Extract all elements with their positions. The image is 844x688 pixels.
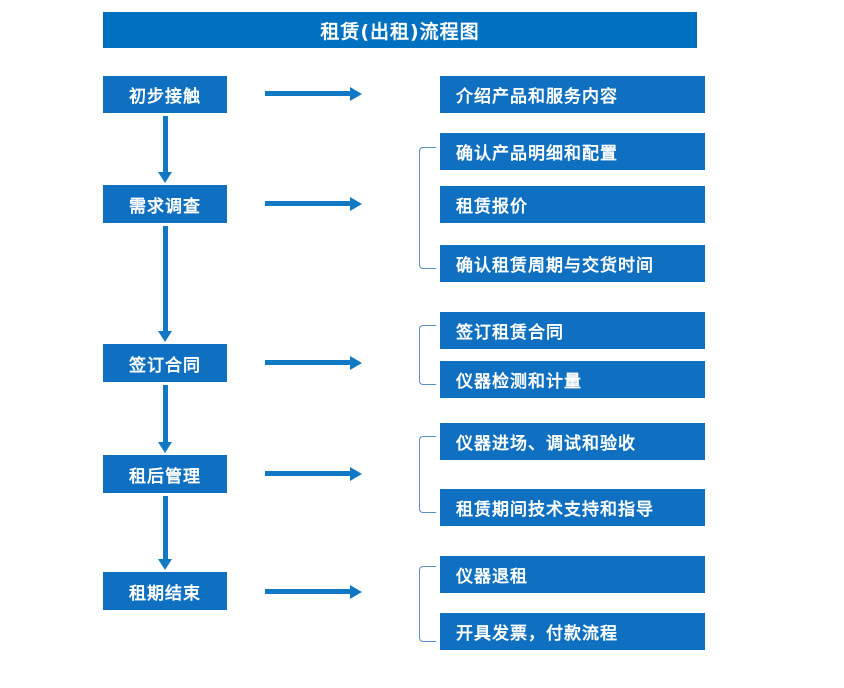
arrow-head <box>158 331 172 342</box>
flow-arrow-down-3 <box>158 385 172 453</box>
flow-arrow-right-3 <box>265 356 362 370</box>
detail-box-2[interactable]: 确认产品明细和配置 <box>440 133 705 170</box>
arrow-head <box>350 197 362 211</box>
arrow-head <box>350 585 362 599</box>
detail-label: 开具发票，付款流程 <box>456 624 618 644</box>
group-bracket-4 <box>419 436 436 513</box>
detail-label: 确认产品明细和配置 <box>456 144 618 164</box>
detail-box-5[interactable]: 签订租赁合同 <box>440 312 705 349</box>
stage-label: 租后管理 <box>129 466 201 487</box>
detail-box-10[interactable]: 开具发票，付款流程 <box>440 613 705 650</box>
page-title: 租赁(出租)流程图 <box>103 12 697 48</box>
flow-arrow-right-5 <box>265 585 362 599</box>
stage-box-5[interactable]: 租期结束 <box>103 572 227 610</box>
arrow-shaft <box>163 496 168 559</box>
stage-box-3[interactable]: 签订合同 <box>103 344 227 382</box>
arrow-shaft <box>265 360 351 365</box>
flow-arrow-down-2 <box>158 226 172 342</box>
detail-label: 仪器进场、调试和验收 <box>456 434 636 454</box>
stage-label: 需求调查 <box>129 196 201 217</box>
detail-label: 仪器退租 <box>456 567 528 587</box>
detail-label: 租赁报价 <box>456 197 528 217</box>
stage-box-1[interactable]: 初步接触 <box>103 76 227 113</box>
group-bracket-2 <box>419 147 436 269</box>
detail-box-1[interactable]: 介绍产品和服务内容 <box>440 76 705 113</box>
arrow-head <box>350 87 362 101</box>
detail-box-6[interactable]: 仪器检测和计量 <box>440 361 705 398</box>
arrow-shaft <box>265 589 351 594</box>
stage-label: 签订合同 <box>129 355 201 376</box>
detail-label: 仪器检测和计量 <box>456 372 582 392</box>
stage-label: 租期结束 <box>129 583 201 604</box>
arrow-shaft <box>265 471 351 476</box>
stage-box-4[interactable]: 租后管理 <box>103 455 227 493</box>
arrow-head <box>158 172 172 183</box>
group-bracket-5 <box>419 566 436 642</box>
arrow-shaft <box>265 201 351 206</box>
detail-label: 租赁期间技术支持和指导 <box>456 500 654 520</box>
detail-label: 签订租赁合同 <box>456 323 564 343</box>
arrow-shaft <box>265 91 351 96</box>
detail-label: 确认租赁周期与交货时间 <box>456 256 654 276</box>
stage-box-2[interactable]: 需求调查 <box>103 185 227 223</box>
arrow-head <box>158 559 172 570</box>
stage-label: 初步接触 <box>129 87 201 107</box>
arrow-head <box>350 467 362 481</box>
arrow-head <box>350 356 362 370</box>
detail-box-4[interactable]: 确认租赁周期与交货时间 <box>440 245 705 282</box>
flow-arrow-down-1 <box>158 116 172 183</box>
arrow-shaft <box>163 116 168 172</box>
flow-arrow-right-2 <box>265 197 362 211</box>
detail-label: 介绍产品和服务内容 <box>456 87 618 107</box>
detail-box-9[interactable]: 仪器退租 <box>440 556 705 593</box>
flow-arrow-right-4 <box>265 467 362 481</box>
flow-arrow-right-1 <box>265 87 362 101</box>
arrow-head <box>158 442 172 453</box>
detail-box-3[interactable]: 租赁报价 <box>440 186 705 223</box>
detail-box-7[interactable]: 仪器进场、调试和验收 <box>440 423 705 460</box>
detail-box-8[interactable]: 租赁期间技术支持和指导 <box>440 489 705 526</box>
arrow-shaft <box>163 385 168 442</box>
group-bracket-3 <box>419 325 436 385</box>
flow-arrow-down-4 <box>158 496 172 570</box>
arrow-shaft <box>163 226 168 331</box>
